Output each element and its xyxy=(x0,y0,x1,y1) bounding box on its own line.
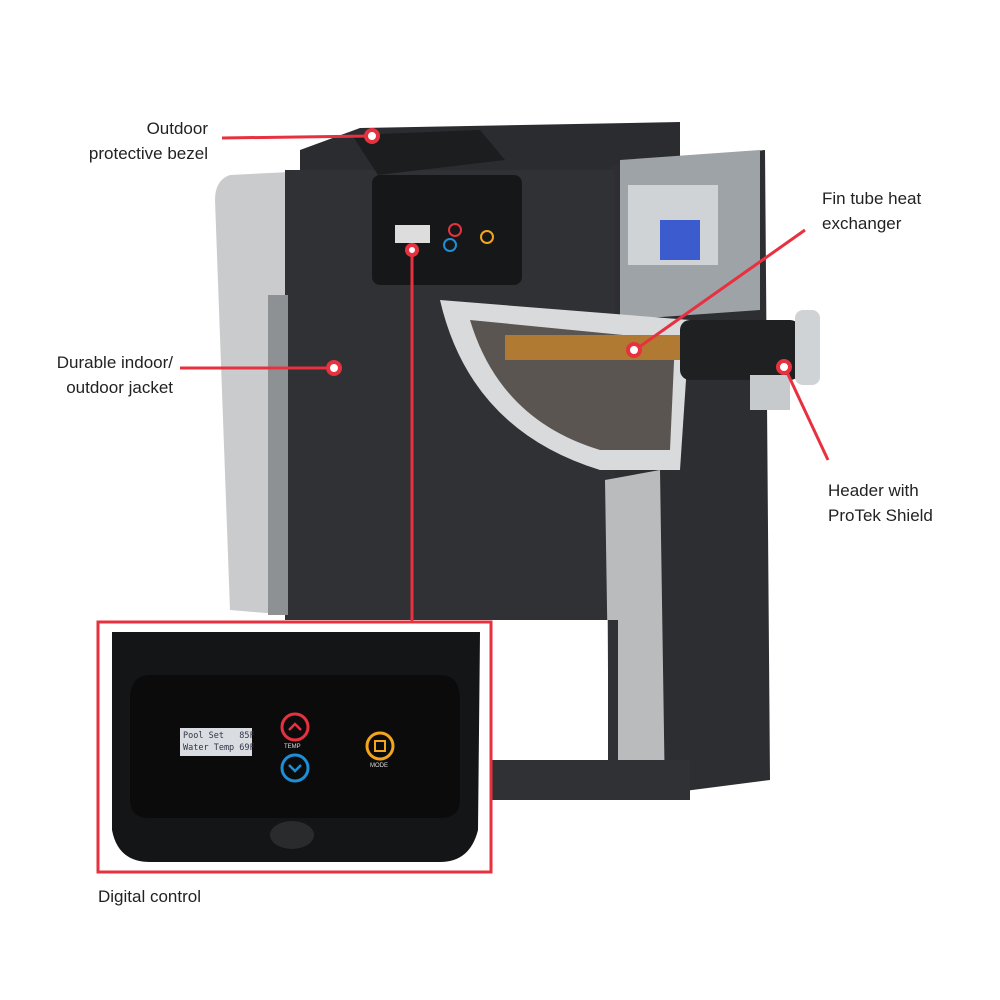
callout-text: exchanger xyxy=(822,214,902,233)
callout-text: Durable indoor/ xyxy=(56,353,173,372)
header xyxy=(680,320,800,380)
temp-up-button xyxy=(280,712,310,742)
callout-text: outdoor jacket xyxy=(66,378,173,397)
callout-text: Header with xyxy=(828,481,919,500)
bezel xyxy=(352,130,505,175)
lcd-display: Pool Set 85F Water Temp 69F xyxy=(180,728,255,756)
mode-button xyxy=(365,731,395,761)
callout-digital-control: Digital control xyxy=(98,887,201,906)
callout-text: Fin tube heat xyxy=(822,189,922,208)
lcd-line-1: Pool Set 85F xyxy=(183,731,255,741)
mode-label: MODE xyxy=(370,763,388,769)
callout-fin-tube: Fin tube heat exchanger xyxy=(822,186,921,236)
callout-jacket: Durable indoor/outdoor jacket xyxy=(57,350,173,400)
callout-bezel: Outdoor protective bezel xyxy=(89,116,208,166)
lcd-line-2: Water Temp 69F xyxy=(183,743,255,753)
temp-down-button xyxy=(280,753,310,783)
temp-label: TEMP xyxy=(284,744,301,750)
callout-text: Outdoor xyxy=(146,119,208,138)
fin-tube xyxy=(505,335,680,360)
callout-text: protective bezel xyxy=(88,144,208,163)
callout-text: ProTek Shield xyxy=(828,506,933,525)
